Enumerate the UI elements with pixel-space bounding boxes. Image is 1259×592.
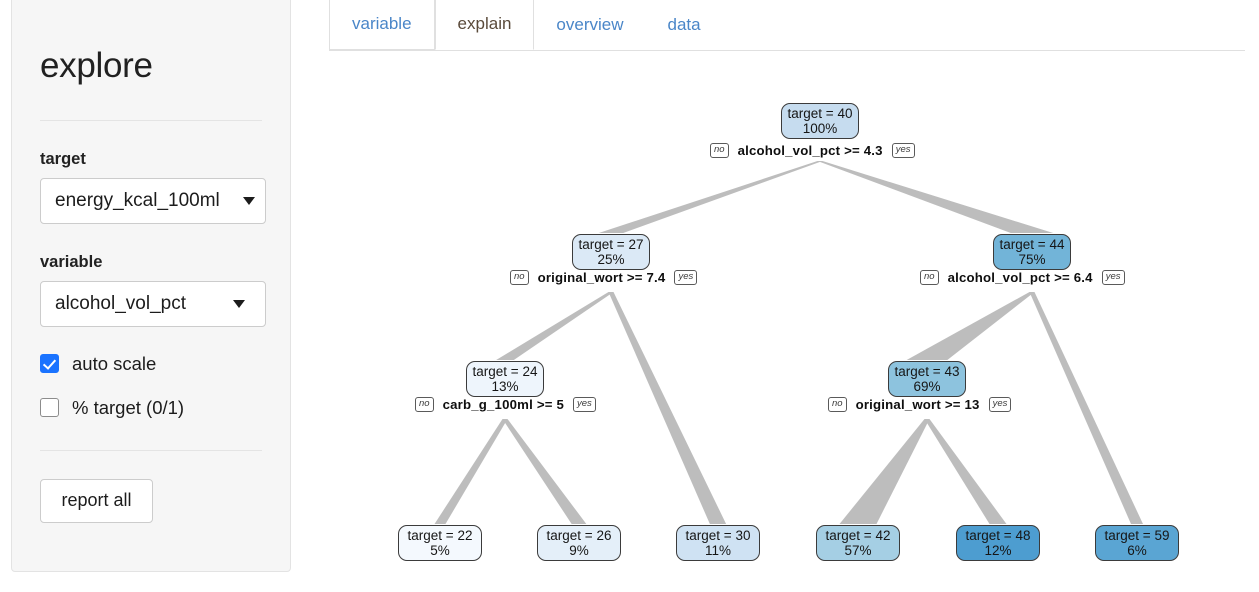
node-sample-pct: 69%	[913, 379, 941, 394]
target-label: target	[40, 149, 86, 168]
node-sample-pct: 25%	[597, 252, 625, 267]
node-sample-pct: 11%	[704, 543, 732, 558]
tree-split-condition: no original_wort >= 7.4 yes	[510, 270, 698, 285]
tab-data[interactable]: data	[646, 0, 723, 50]
tree-edge-yes	[1029, 292, 1144, 524]
pct-target-checkbox[interactable]	[40, 398, 59, 417]
page-title: explore	[40, 46, 153, 85]
node-target-value: target = 22	[407, 527, 473, 543]
auto-scale-label: auto scale	[72, 352, 157, 374]
node-target-value: target = 40	[787, 105, 853, 121]
tab-variable[interactable]: variable	[329, 0, 435, 50]
node-sample-pct: 57%	[844, 543, 872, 558]
node-sample-pct: 5%	[430, 543, 450, 558]
branch-no-badge: no	[415, 397, 434, 412]
variable-select[interactable]: alcohol_vol_pct	[40, 280, 266, 327]
tree-edge-no	[906, 292, 1035, 360]
node-sample-pct: 9%	[569, 543, 589, 558]
node-target-value: target = 24	[472, 363, 538, 379]
tab-overview[interactable]: overview	[534, 0, 645, 50]
report-all-button[interactable]: report all	[40, 478, 153, 523]
node-target-value: target = 42	[825, 527, 891, 543]
sidebar-divider-bottom	[40, 449, 262, 451]
node-sample-pct: 13%	[491, 379, 519, 394]
pct-target-row[interactable]: % target (0/1)	[40, 397, 262, 419]
tab-label: overview	[556, 14, 624, 34]
tree-split-condition: no carb_g_100ml >= 5 yes	[415, 397, 596, 412]
tab-label: data	[667, 14, 701, 34]
branch-yes-badge: yes	[891, 143, 915, 158]
node-target-value: target = 44	[999, 236, 1065, 252]
tree-edge-no	[839, 419, 930, 524]
condition-text: carb_g_100ml >= 5	[442, 397, 565, 412]
branch-no-badge: no	[920, 270, 939, 285]
node-target-value: target = 30	[685, 527, 751, 543]
variable-select-value: alcohol_vol_pct	[55, 292, 186, 314]
tree-edge-yes	[608, 292, 727, 524]
tree-edge-no	[496, 292, 614, 360]
tree-edge-no	[434, 419, 508, 524]
condition-text: alcohol_vol_pct >= 6.4	[947, 270, 1093, 285]
tree-split-condition: no alcohol_vol_pct >= 4.3 yes	[710, 143, 915, 158]
node-target-value: target = 27	[578, 236, 644, 252]
branch-yes-badge: yes	[1101, 270, 1125, 285]
tree-edges	[434, 161, 1144, 524]
branch-yes-badge: yes	[988, 397, 1012, 412]
node-sample-pct: 12%	[984, 543, 1012, 558]
target-select[interactable]: energy_kcal_100ml	[40, 177, 266, 224]
node-sample-pct: 100%	[802, 121, 838, 136]
auto-scale-row[interactable]: auto scale	[40, 353, 262, 375]
explore-sidebar: explore target energy_kcal_100ml variabl…	[11, 0, 291, 572]
sidebar-divider-top	[40, 119, 262, 121]
node-target-value: target = 48	[965, 527, 1031, 543]
tab-explain[interactable]: explain	[434, 0, 535, 50]
variable-label: variable	[40, 252, 103, 271]
branch-no-badge: no	[828, 397, 847, 412]
tab-bar: variable explain overview data	[329, 0, 1245, 51]
node-sample-pct: 6%	[1127, 543, 1147, 558]
branch-no-badge: no	[710, 143, 729, 158]
tab-label: explain	[457, 14, 512, 33]
branch-yes-badge: yes	[573, 397, 596, 412]
auto-scale-checkbox[interactable]	[40, 354, 59, 373]
condition-text: original_wort >= 13	[855, 397, 980, 412]
tree-edge-yes	[502, 419, 587, 524]
node-target-value: target = 26	[546, 527, 612, 543]
condition-text: alcohol_vol_pct >= 4.3	[737, 143, 883, 158]
tree-edge-yes	[817, 161, 1054, 233]
target-select-value: energy_kcal_100ml	[55, 189, 220, 211]
node-target-value: target = 43	[894, 363, 960, 379]
tree-edge-yes	[924, 419, 1007, 524]
chevron-down-icon	[243, 196, 255, 205]
condition-text: original_wort >= 7.4	[537, 270, 666, 285]
tree-split-condition: no original_wort >= 13 yes	[828, 397, 1012, 412]
chevron-down-icon	[233, 299, 245, 308]
node-sample-pct: 75%	[1018, 252, 1046, 267]
pct-target-label: % target (0/1)	[72, 396, 185, 418]
branch-no-badge: no	[510, 270, 529, 285]
tab-label: variable	[352, 14, 412, 33]
branch-yes-badge: yes	[674, 270, 698, 285]
tree-split-condition: no alcohol_vol_pct >= 6.4 yes	[920, 270, 1125, 285]
node-target-value: target = 59	[1104, 527, 1170, 543]
tree-edge-no	[598, 161, 823, 233]
